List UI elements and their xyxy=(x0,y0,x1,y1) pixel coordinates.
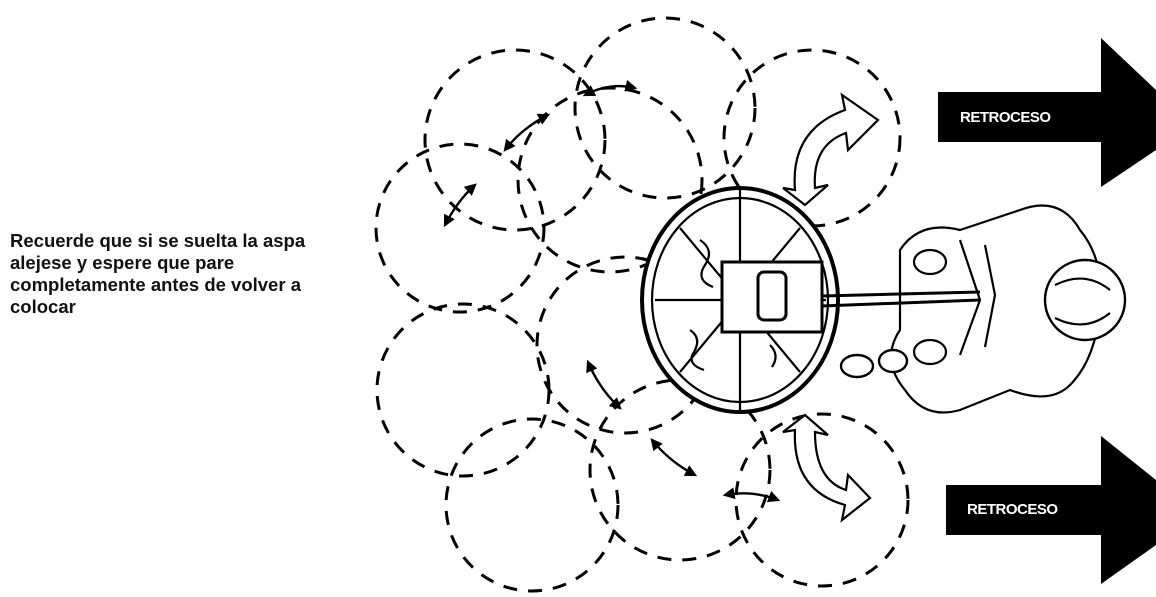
retroceso-label-bottom: RETROCESO xyxy=(967,501,1058,518)
double-arrow-icon xyxy=(652,440,695,475)
swing-circle xyxy=(377,304,549,476)
curved-arrow-icon xyxy=(783,415,870,520)
double-arrow-icon xyxy=(725,493,778,500)
boot-icon xyxy=(841,355,873,377)
double-arrow-icon xyxy=(588,362,620,408)
operator-icon xyxy=(841,206,1125,413)
curved-arrow-icon xyxy=(783,95,878,205)
retroceso-label-top: RETROCESO xyxy=(960,109,1051,126)
retroceso-arrow-top: RETROCESO xyxy=(938,38,1156,187)
boot-icon xyxy=(879,350,907,372)
power-trowel-icon xyxy=(642,188,980,412)
swing-circle xyxy=(736,414,908,586)
swing-circle xyxy=(376,144,544,312)
safety-note: Recuerde que si se suelta la aspa alejes… xyxy=(10,230,385,318)
retroceso-arrow-bottom: RETROCESO xyxy=(946,436,1156,584)
